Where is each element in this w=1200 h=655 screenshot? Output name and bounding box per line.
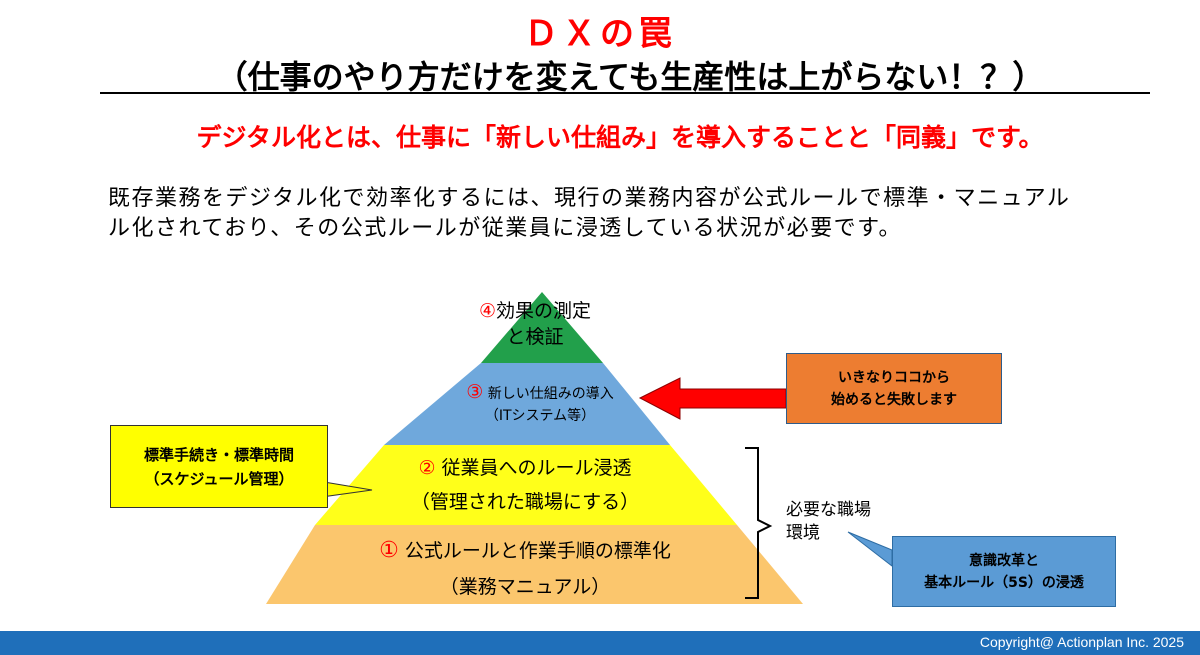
title-divider [100,92,1150,94]
warning-callout: いきなりココから 始めると失敗します [786,353,1002,424]
level-1-line1: 公式ルールと作業手順の標準化 [404,540,671,562]
awareness-callout-line1: 意識改革と [969,552,1039,569]
level-2-line1: 従業員へのルール浸透 [441,457,632,479]
brace-label-line1: 必要な職場 [786,500,871,520]
pyramid-level-1-label: ① 公式ルールと作業手順の標準化 （業務マニュアル） [330,533,720,605]
brace-label: 必要な職場 環境 [786,499,871,545]
level-2-line2: （管理された職場にする） [410,491,640,513]
right-brace [745,447,773,599]
footer-bar [0,631,1200,655]
level-4-number: ④ [478,300,497,322]
level-3-line1: 新しい仕組みの導入 [487,386,614,402]
pyramid-level-4-label: ④効果の測定 と検証 [455,298,615,350]
body-text-line-1: 既存業務をデジタル化で効率化するには、現行の業務内容が公式ルールで標準・マニュア… [108,186,1071,211]
pyramid-level-1 [266,525,803,604]
level-1-line2: （業務マニュアル） [439,576,611,598]
level-3-line2: （ITシステム等） [484,408,596,424]
level-4-line1: 効果の測定 [496,300,592,322]
pyramid-level-3 [384,363,670,445]
standard-callout-line1: 標準手続き・標準時間 [143,445,294,464]
body-text-line-2: ル化されており、その公式ルールが従業員に浸透している状況が必要です。 [108,216,902,241]
level-2-number: ② [418,457,436,479]
pyramid-level-2 [315,445,737,525]
pyramid-level-4 [481,292,603,363]
awareness-callout: 意識改革と 基本ルール（5S）の浸透 [892,536,1116,607]
level-4-line2: と検証 [506,326,564,348]
headline: デジタル化とは、仕事に「新しい仕組み」を導入することと「同義」です。 [196,123,1044,152]
slide-title: ＤＸの罠 [524,14,676,54]
standard-callout-line2: （スケジュール管理） [144,469,294,488]
slide-subtitle: （仕事のやり方だけを変えても生産性は上がらない！？） [215,58,1045,96]
copyright-text: Copyright@ Actionplan Inc. 2025 [979,634,1184,650]
pyramid-level-2-label: ② 従業員へのルール浸透 （管理された職場にする） [380,451,670,519]
warning-callout-line2: 始めると失敗します [831,391,957,408]
level-1-number: ① [379,538,399,563]
pyramid-level-3-label: ③ 新しい仕組みの導入 （ITシステム等） [440,381,640,427]
standard-procedure-callout: 標準手続き・標準時間 （スケジュール管理） [110,425,328,508]
awareness-callout-line2: 基本ルール（5S）の浸透 [924,574,1084,591]
warning-callout-line1: いきなりココから [838,369,950,386]
level-3-number: ③ [466,381,484,403]
brace-label-line2: 環境 [786,523,820,543]
warning-arrow [638,377,787,420]
